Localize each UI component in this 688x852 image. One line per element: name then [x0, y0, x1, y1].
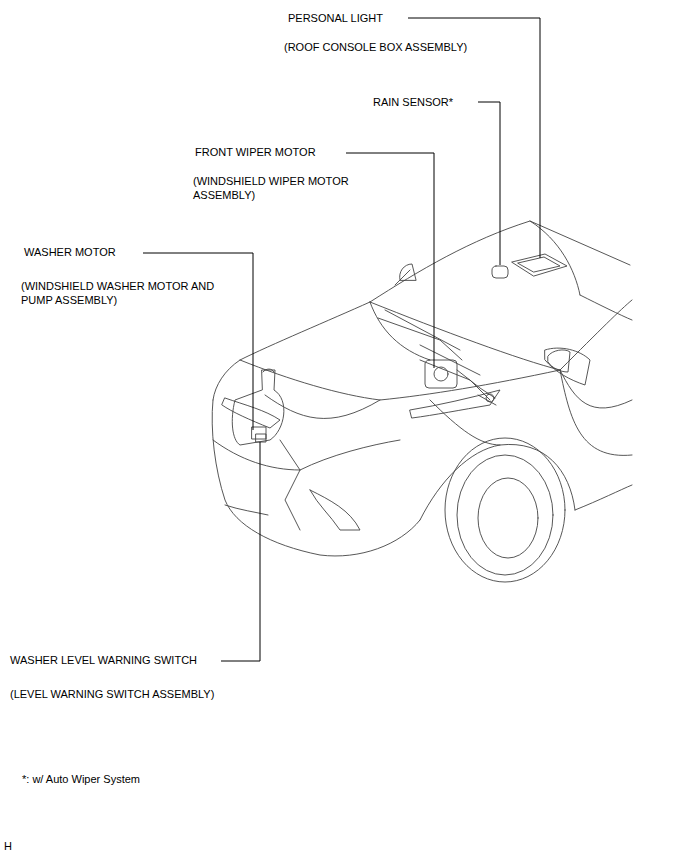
part-name: WASHER LEVEL WARNING SWITCH — [10, 653, 197, 667]
part-name: FRONT WIPER MOTOR — [195, 145, 316, 159]
part-name: PERSONAL LIGHT — [288, 11, 383, 25]
part-assembly-name: (WINDSHIELD WASHER MOTOR AND PUMP ASSEMB… — [21, 279, 241, 307]
figure-code: H — [4, 839, 12, 852]
part-assembly-name: (LEVEL WARNING SWITCH ASSEMBLY) — [10, 687, 214, 701]
part-name: WASHER MOTOR — [24, 245, 116, 259]
part-name: RAIN SENSOR* — [373, 95, 453, 109]
part-assembly-name: (ROOF CONSOLE BOX ASSEMBLY) — [284, 40, 467, 54]
footnote: *: w/ Auto Wiper System — [22, 772, 140, 786]
part-assembly-name: (WINDSHIELD WIPER MOTOR ASSEMBLY) — [193, 174, 373, 202]
